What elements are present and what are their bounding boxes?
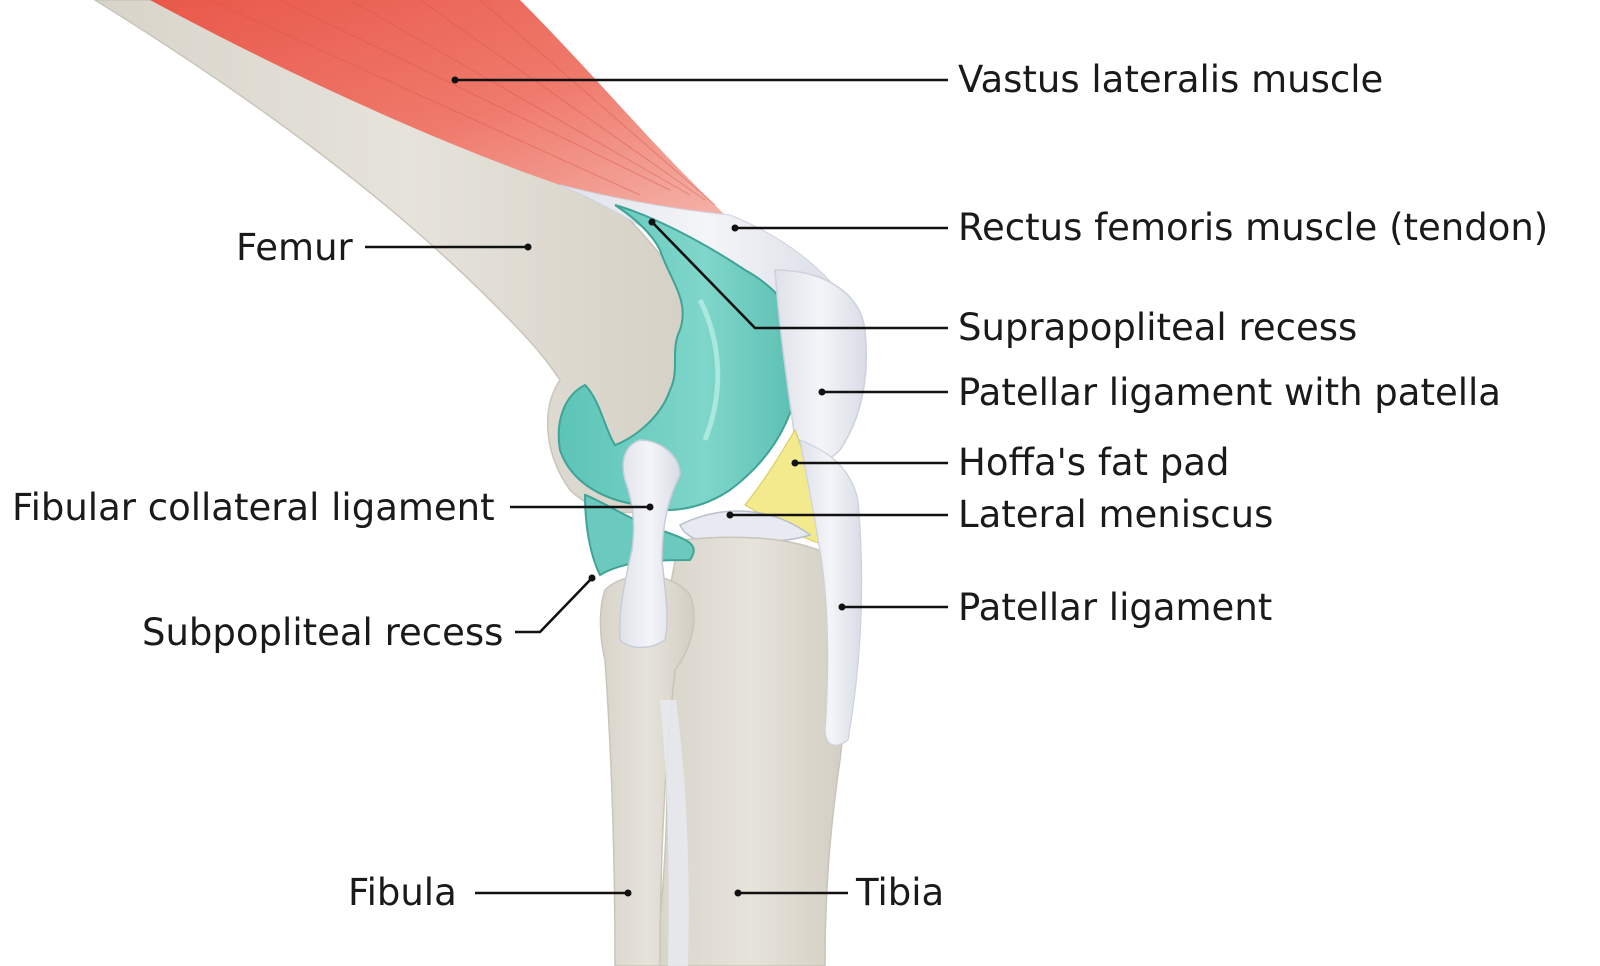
label-fibular-collateral-ligament: Fibular collateral ligament [12, 486, 495, 529]
label-fibula: Fibula [348, 871, 457, 914]
label-hoffas-fat-pad: Hoffa's fat pad [958, 441, 1229, 484]
label-suprapopliteal-recess: Suprapopliteal recess [958, 306, 1357, 349]
label-tibia: Tibia [855, 871, 944, 914]
fibular-collateral-ligament-shape [618, 439, 681, 649]
recess-highlight [697, 298, 721, 441]
muscle-fibers [209, 0, 716, 206]
label-rectus-femoris: Rectus femoris muscle (tendon) [958, 206, 1548, 249]
interosseous-membrane-shape [660, 700, 689, 966]
label-subpopliteal-recess: Subpopliteal recess [142, 611, 503, 654]
labels: Vastus lateralis muscle Rectus femoris m… [12, 58, 1548, 914]
label-femur: Femur [236, 226, 354, 269]
label-lateral-meniscus: Lateral meniscus [958, 493, 1273, 536]
illustration [93, 0, 868, 966]
label-patellar-ligament-with-patella: Patellar ligament with patella [958, 371, 1501, 414]
patella-shape [774, 269, 868, 464]
label-vastus-lateralis: Vastus lateralis muscle [958, 58, 1383, 101]
label-patellar-ligament: Patellar ligament [958, 586, 1272, 629]
leader-lines [365, 76, 948, 897]
vastus-lateralis-shape [150, 0, 725, 215]
fibula-shape [599, 574, 695, 966]
